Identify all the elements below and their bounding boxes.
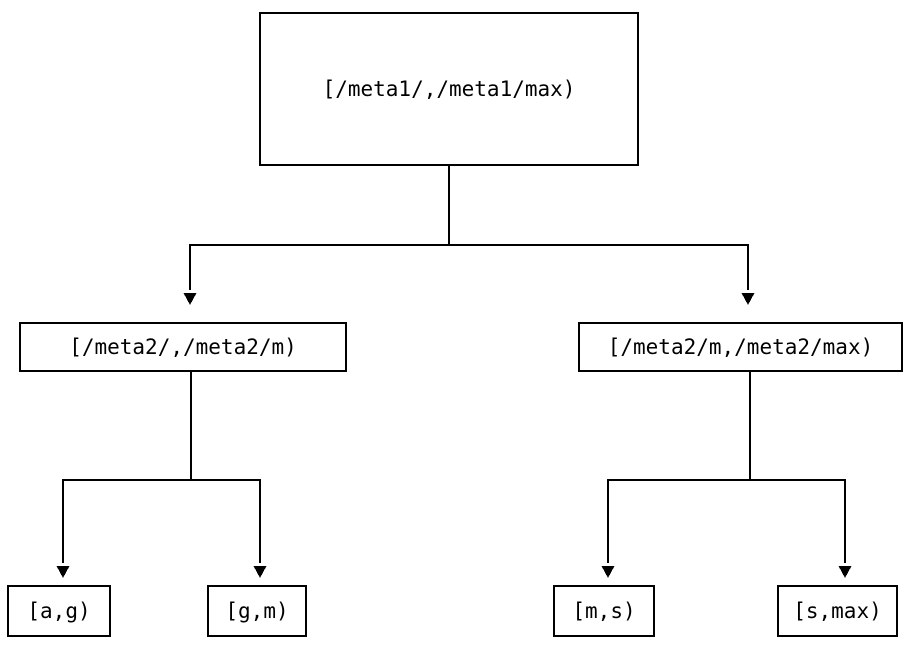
node-leaf-1[interactable]: [a,g) (7, 585, 111, 637)
arrowhead (183, 293, 197, 305)
connector-mid-right-to-leaf-4 (748, 372, 852, 578)
connector-mid-right-to-leaf-3 (601, 372, 752, 578)
node-leaf-2-label: [g,m) (225, 598, 289, 623)
node-leaf-4-label: [s,max) (793, 598, 882, 623)
node-mid-left[interactable]: [/meta2/,/meta2/m) (19, 322, 347, 372)
node-mid-right-label: [/meta2/m,/meta2/max) (607, 334, 874, 359)
node-root[interactable]: [/meta1/,/meta1/max) (259, 12, 639, 166)
node-leaf-4[interactable]: [s,max) (777, 585, 898, 637)
node-root-label: [/meta1/,/meta1/max) (322, 76, 576, 101)
node-leaf-2[interactable]: [g,m) (207, 585, 307, 637)
arrowhead (253, 566, 267, 578)
arrowhead (601, 566, 615, 578)
arrowhead (56, 566, 70, 578)
node-leaf-3[interactable]: [m,s) (553, 585, 655, 637)
arrowhead (741, 293, 755, 305)
node-mid-right[interactable]: [/meta2/m,/meta2/max) (578, 322, 903, 372)
connector-mid-left-to-leaf-2 (189, 372, 267, 578)
node-leaf-1-label: [a,g) (27, 598, 91, 623)
node-leaf-3-label: [m,s) (572, 598, 636, 623)
connector-root-to-mid-left (183, 166, 451, 305)
arrowhead (838, 566, 852, 578)
connector-mid-left-to-leaf-1 (56, 372, 193, 578)
connector-root-to-mid-right (447, 166, 755, 305)
node-mid-left-label: [/meta2/,/meta2/m) (69, 334, 297, 359)
